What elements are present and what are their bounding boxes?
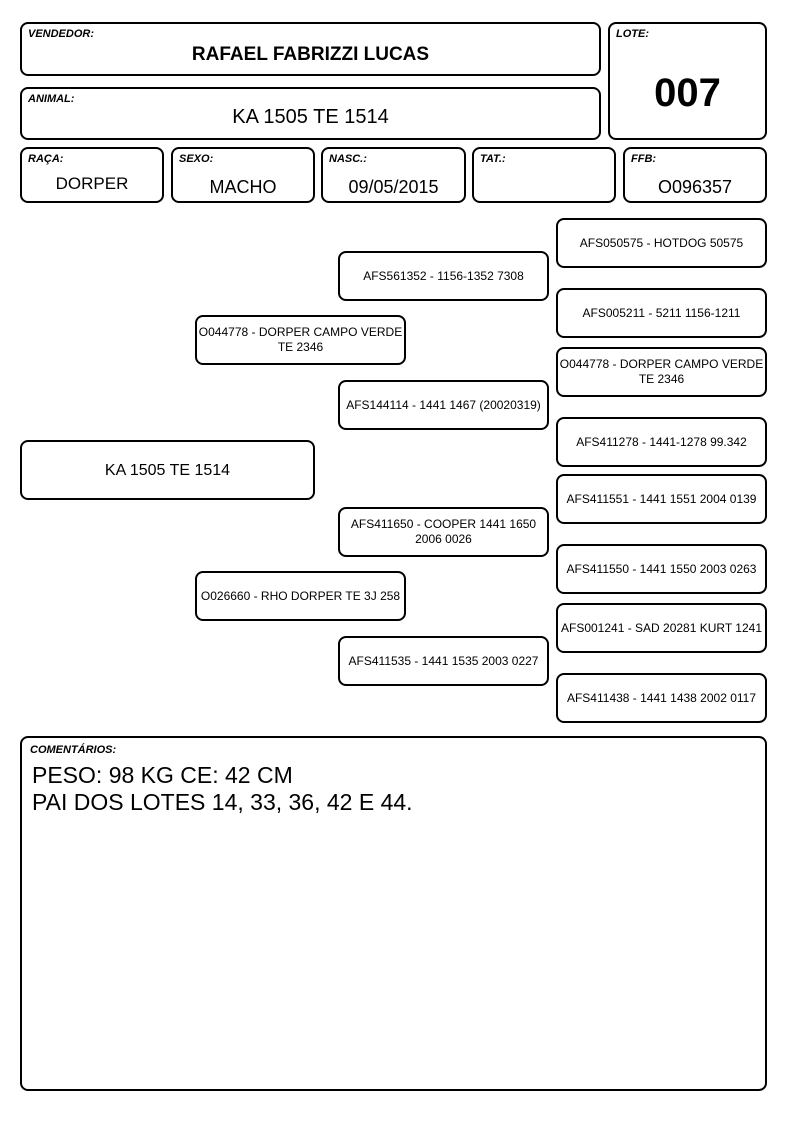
animal-id: KA 1505 TE 1514 xyxy=(232,106,389,128)
tat-box: TAT.: xyxy=(472,147,616,203)
nasc-box: NASC.: 09/05/2015 xyxy=(321,147,466,203)
vendedor-name: RAFAEL FABRIZZI LUCAS xyxy=(191,44,430,65)
pedigree-dam-text: O026660 - RHO DORPER TE 3J 258 xyxy=(200,588,401,603)
raca-box: RAÇA: DORPER xyxy=(20,147,164,203)
comment-line: PAI DOS LOTES 14, 33, 36, 42 E 44. xyxy=(32,789,413,815)
tat-label: TAT.: xyxy=(480,153,506,165)
vendedor-box: VENDEDOR: RAFAEL FABRIZZI LUCAS xyxy=(20,22,601,76)
pedigree-animal: KA 1505 TE 1514 xyxy=(20,440,315,500)
sexo-value: MACHO xyxy=(209,177,277,197)
sexo-box: SEXO: MACHO xyxy=(171,147,315,203)
nasc-label: NASC.: xyxy=(329,153,367,165)
pedigree-ggp: AFS411551 - 1441 1551 2004 0139 xyxy=(556,474,767,524)
pedigree-ggp-text: AFS411551 - 1441 1551 2004 0139 xyxy=(566,491,757,506)
pedigree-ggp: AFS005211 - 5211 1156-1211 xyxy=(556,288,767,338)
vendedor-label: VENDEDOR: xyxy=(28,28,95,40)
comments-box: COMENTÁRIOS: PESO: 98 KG CE: 42 CM PAI D… xyxy=(20,736,767,1091)
pedigree-sire: O044778 - DORPER CAMPO VERDE TE 2346 xyxy=(195,315,406,365)
comments-text: PESO: 98 KG CE: 42 CM PAI DOS LOTES 14, … xyxy=(32,762,755,816)
raca-label: RAÇA: xyxy=(28,153,64,165)
pedigree-ggp-text: O044778 - DORPER CAMPO VERDE TE 2346 xyxy=(559,357,764,386)
pedigree-dam-dam-text: AFS411535 - 1441 1535 2003 0227 xyxy=(348,653,539,668)
comment-line: PESO: 98 KG CE: 42 CM xyxy=(32,762,293,788)
pedigree-dam-dam: AFS411535 - 1441 1535 2003 0227 xyxy=(338,636,549,686)
sexo-label: SEXO: xyxy=(179,153,214,165)
pedigree-ggp-text: AFS001241 - SAD 20281 KURT 1241 xyxy=(560,620,763,635)
pedigree-ggp: AFS411550 - 1441 1550 2003 0263 xyxy=(556,544,767,594)
pedigree-animal-text: KA 1505 TE 1514 xyxy=(104,461,231,479)
animal-box: ANIMAL: KA 1505 TE 1514 xyxy=(20,87,601,140)
pedigree-ggp: AFS050575 - HOTDOG 50575 xyxy=(556,218,767,268)
pedigree-ggp-text: AFS411278 - 1441-1278 99.342 xyxy=(576,434,747,449)
pedigree-ggp-text: AFS050575 - HOTDOG 50575 xyxy=(579,235,744,250)
pedigree-sire-dam-text: AFS144114 - 1441 1467 (20020319) xyxy=(346,397,541,412)
pedigree-ggp: O044778 - DORPER CAMPO VERDE TE 2346 xyxy=(556,347,767,397)
lote-box: LOTE: 007 xyxy=(608,22,767,140)
pedigree-sire-text: O044778 - DORPER CAMPO VERDE TE 2346 xyxy=(198,325,403,354)
pedigree-sire-dam: AFS144114 - 1441 1467 (20020319) xyxy=(338,380,549,430)
pedigree-ggp: AFS411278 - 1441-1278 99.342 xyxy=(556,417,767,467)
pedigree-ggp: AFS001241 - SAD 20281 KURT 1241 xyxy=(556,603,767,653)
ffb-box: FFB: O096357 xyxy=(623,147,767,203)
animal-label: ANIMAL: xyxy=(28,93,75,105)
pedigree-sire-sire: AFS561352 - 1156-1352 7308 xyxy=(338,251,549,301)
pedigree-dam-sire: AFS411650 - COOPER 1441 1650 2006 0026 xyxy=(338,507,549,557)
comments-label: COMENTÁRIOS: xyxy=(30,744,117,756)
pedigree-dam: O026660 - RHO DORPER TE 3J 258 xyxy=(195,571,406,621)
ffb-value: O096357 xyxy=(657,177,733,197)
pedigree-dam-sire-text: AFS411650 - COOPER 1441 1650 2006 0026 xyxy=(350,517,537,546)
pedigree-ggp-text: AFS005211 - 5211 1156-1211 xyxy=(582,305,741,320)
nasc-value: 09/05/2015 xyxy=(348,177,439,197)
ffb-label: FFB: xyxy=(631,153,657,165)
pedigree-sire-sire-text: AFS561352 - 1156-1352 7308 xyxy=(363,268,524,283)
pedigree-ggp-text: AFS411550 - 1441 1550 2003 0263 xyxy=(566,561,757,576)
pedigree-ggp-text: AFS411438 - 1441 1438 2002 0117 xyxy=(566,690,757,705)
pedigree-ggp: AFS411438 - 1441 1438 2002 0117 xyxy=(556,673,767,723)
lote-number: 007 xyxy=(654,71,721,115)
raca-value: DORPER xyxy=(55,174,129,193)
lote-label: LOTE: xyxy=(616,28,649,40)
